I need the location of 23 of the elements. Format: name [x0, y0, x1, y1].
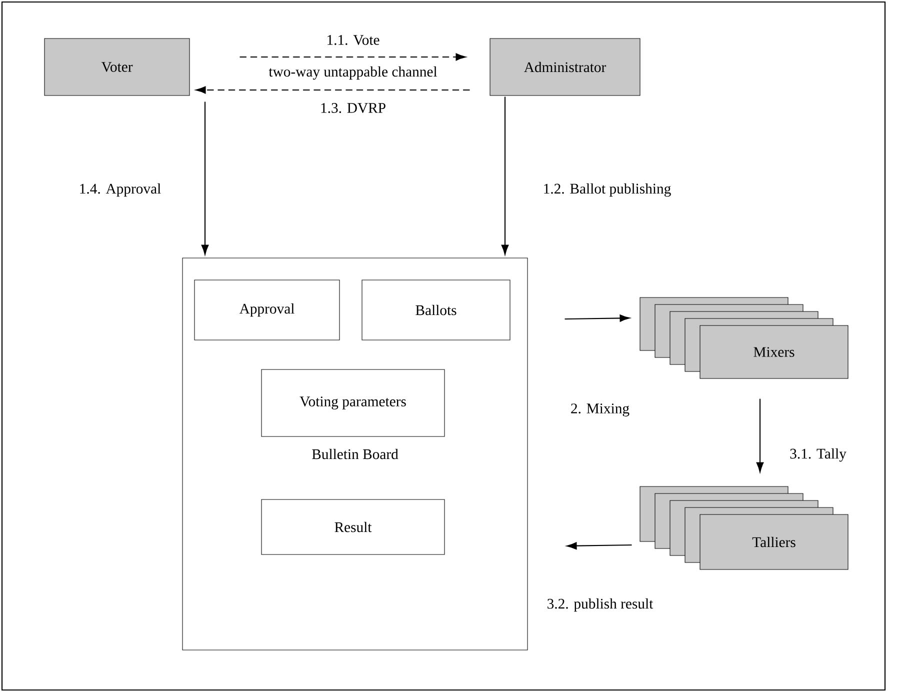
edge-label: 3.1. Tally [790, 448, 846, 462]
process-box: Administrator [490, 38, 640, 96]
process-box: Ballots [362, 280, 510, 340]
arrow [564, 314, 630, 322]
arrow [201, 102, 209, 255]
card-stack: Talliers [640, 486, 848, 570]
arrow [501, 96, 509, 255]
process-box: Voter [44, 38, 190, 96]
step-label: 2. Mixing [571, 404, 630, 416]
arrow [566, 542, 632, 550]
process-box: Voting parameters [261, 369, 445, 437]
arrow [196, 86, 470, 94]
process-box: Result [261, 499, 445, 555]
edge-label: 1.2. Ballot publishing [544, 183, 671, 197]
arrow [240, 53, 466, 61]
edge-label: 1.1. Vote [328, 35, 380, 45]
edge-label: 1.4. Approval [80, 183, 161, 197]
card-stack: Mixers [640, 297, 848, 379]
process-box: Approval [194, 280, 340, 340]
arrow [756, 398, 764, 472]
channel-label: two-way untappable channel [268, 66, 438, 80]
edge-label: 1.3. DVRP [321, 103, 386, 113]
step-label: 3.2. publish result [548, 598, 654, 612]
